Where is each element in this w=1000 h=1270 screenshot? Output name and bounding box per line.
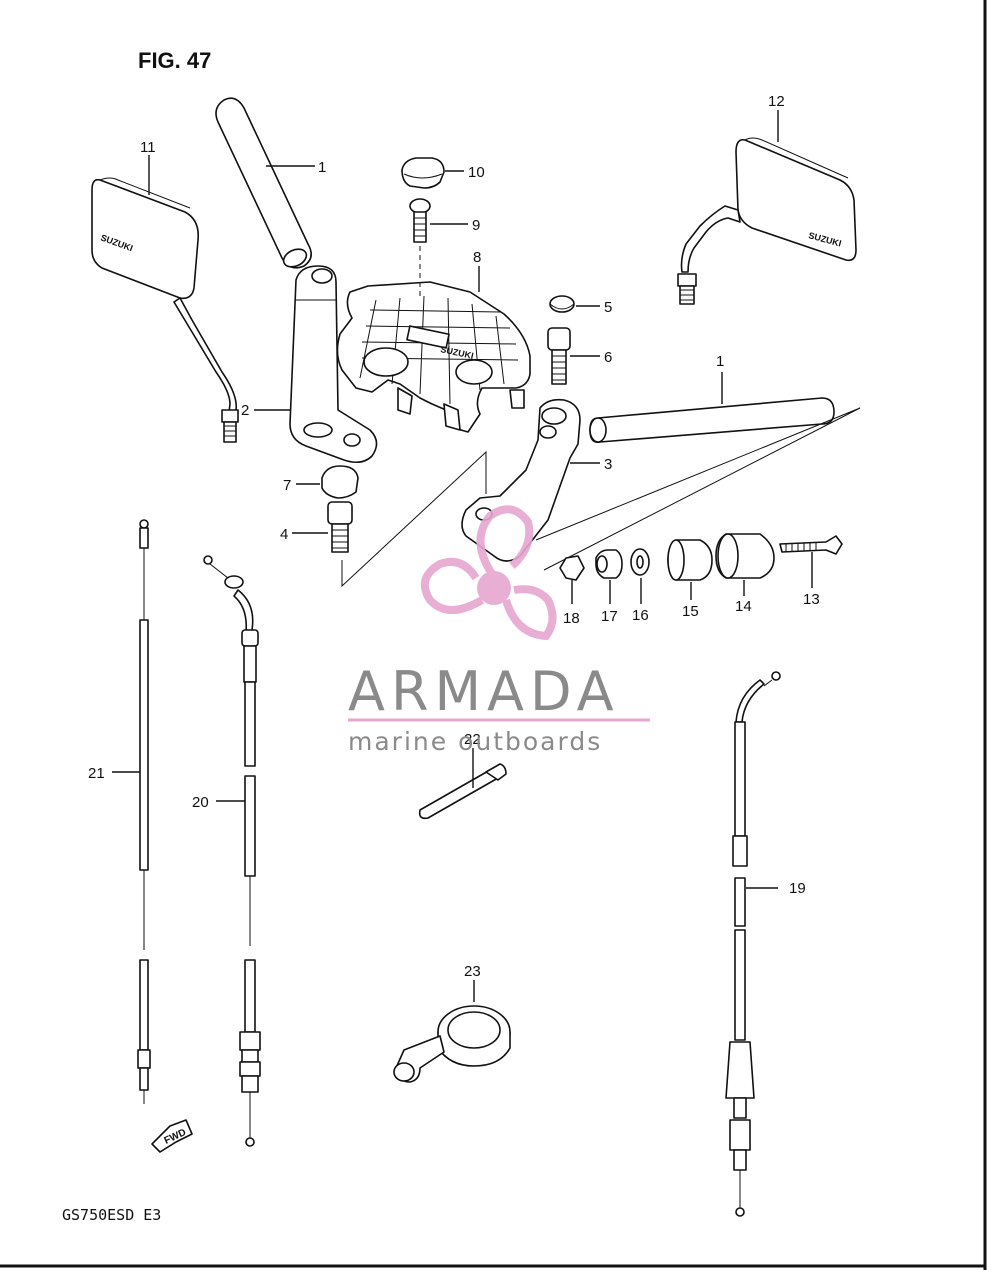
- watermark-name: ARMADA: [348, 660, 620, 723]
- callout-13: 13: [803, 591, 820, 608]
- figure-title: FIG. 47: [138, 48, 211, 73]
- callout-8: 8: [473, 249, 481, 266]
- watermark-tagline: marine outboards: [348, 727, 602, 756]
- bolt-4: [327, 501, 353, 553]
- nut-18: [559, 555, 585, 581]
- callout-16: 16: [632, 607, 649, 624]
- callout-12: 12: [768, 93, 785, 110]
- washer-16: [630, 548, 650, 576]
- callout-labels: 1 1 2 3 4 5 6 7 8 9 10 11 12 13 14 15 16…: [88, 93, 820, 980]
- callout-10: 10: [468, 164, 485, 181]
- left-handlebar-holder: [289, 265, 378, 464]
- callout-6: 6: [604, 349, 612, 366]
- screw-13: [779, 535, 843, 555]
- cable-21: [137, 519, 151, 1104]
- callout-19: 19: [789, 880, 806, 897]
- fwd-arrow: FWD: [151, 1119, 193, 1153]
- callout-23: 23: [464, 963, 481, 980]
- callout-9: 9: [472, 217, 480, 234]
- callout-22: 22: [464, 731, 481, 748]
- bolt-6: [547, 327, 571, 385]
- callout-5: 5: [604, 299, 612, 316]
- cap-7: [321, 465, 359, 499]
- model-code: GS750ESD E3: [62, 1206, 161, 1224]
- callout-14: 14: [735, 598, 752, 615]
- right-mirror: SUZUKI: [677, 137, 857, 305]
- chain-line-right: [535, 407, 861, 571]
- right-handlebar-holder: [461, 398, 581, 562]
- throttle-housing-23: [393, 1005, 511, 1083]
- callout-21: 21: [88, 765, 105, 782]
- callout-20: 20: [192, 794, 209, 811]
- callout-11: 11: [140, 139, 156, 156]
- spacer-17: [595, 549, 623, 579]
- propeller-logo: [420, 505, 557, 641]
- cable-20: [203, 555, 261, 1147]
- callout-3: 3: [604, 456, 612, 473]
- callout-7: 7: [283, 477, 291, 494]
- cable-19: [725, 671, 781, 1217]
- strap-22: [418, 763, 507, 820]
- callout-18: 18: [563, 610, 580, 627]
- chain-line-left: [341, 450, 487, 588]
- left-mirror: SUZUKI: [91, 177, 239, 443]
- callout-1a: 1: [318, 159, 326, 176]
- callout-17: 17: [601, 608, 618, 625]
- screw: [409, 198, 431, 243]
- callout-15: 15: [682, 603, 699, 620]
- cap-5: [549, 295, 575, 313]
- right-handlebar-tube: [589, 397, 835, 444]
- bushing-15: [667, 539, 713, 581]
- callout-1b: 1: [716, 353, 724, 370]
- left-handlebar-tube: [215, 97, 312, 269]
- callout-2: 2: [241, 402, 249, 419]
- handlebar-bridge: SUZUKI: [336, 281, 531, 433]
- balancer-14: [715, 533, 775, 579]
- cap: [401, 157, 445, 189]
- watermark: ARMADA marine outboards: [348, 505, 650, 756]
- callout-4: 4: [280, 526, 288, 543]
